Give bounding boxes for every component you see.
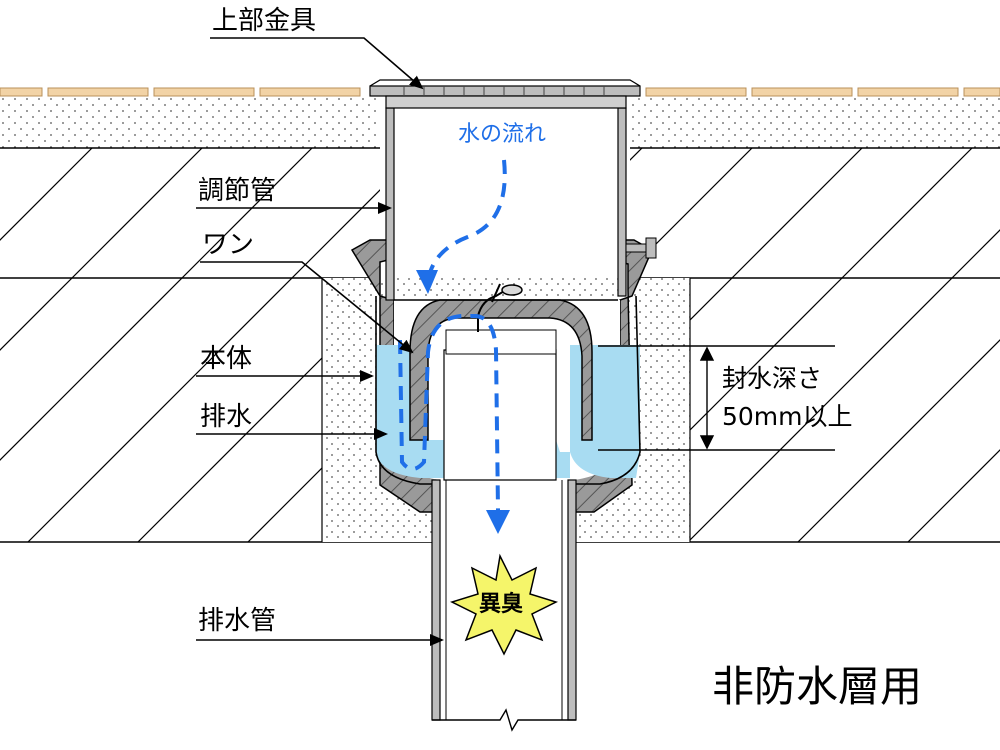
label-drain-pipe: 排水管	[198, 606, 277, 636]
leader-lines	[196, 37, 444, 646]
body-inner-outline	[375, 295, 641, 485]
label-adjust-pipe: 調節管	[198, 176, 277, 206]
label-water-flow: 水の流れ	[458, 122, 547, 147]
label-wan: ワン	[202, 230, 255, 260]
label-body: 本体	[200, 344, 253, 374]
diagram-title: 非防水層用	[712, 662, 923, 711]
wan-trap	[409, 283, 593, 481]
water-flow-arrows	[398, 159, 507, 511]
flow-arrowhead-down	[486, 510, 510, 534]
flow-arrowhead-left	[416, 270, 438, 294]
label-top-fitting: 上部金具	[212, 6, 317, 36]
label-seal-depth: 封水深さ	[722, 364, 823, 393]
label-odor: 異臭	[479, 592, 524, 617]
label-drainage: 排水	[200, 402, 253, 432]
odor-burst-icon	[449, 553, 559, 656]
seal-depth-dimension	[598, 345, 835, 451]
label-seal-depth-value: 50mm以上	[722, 402, 853, 431]
top-fitting	[369, 79, 641, 109]
